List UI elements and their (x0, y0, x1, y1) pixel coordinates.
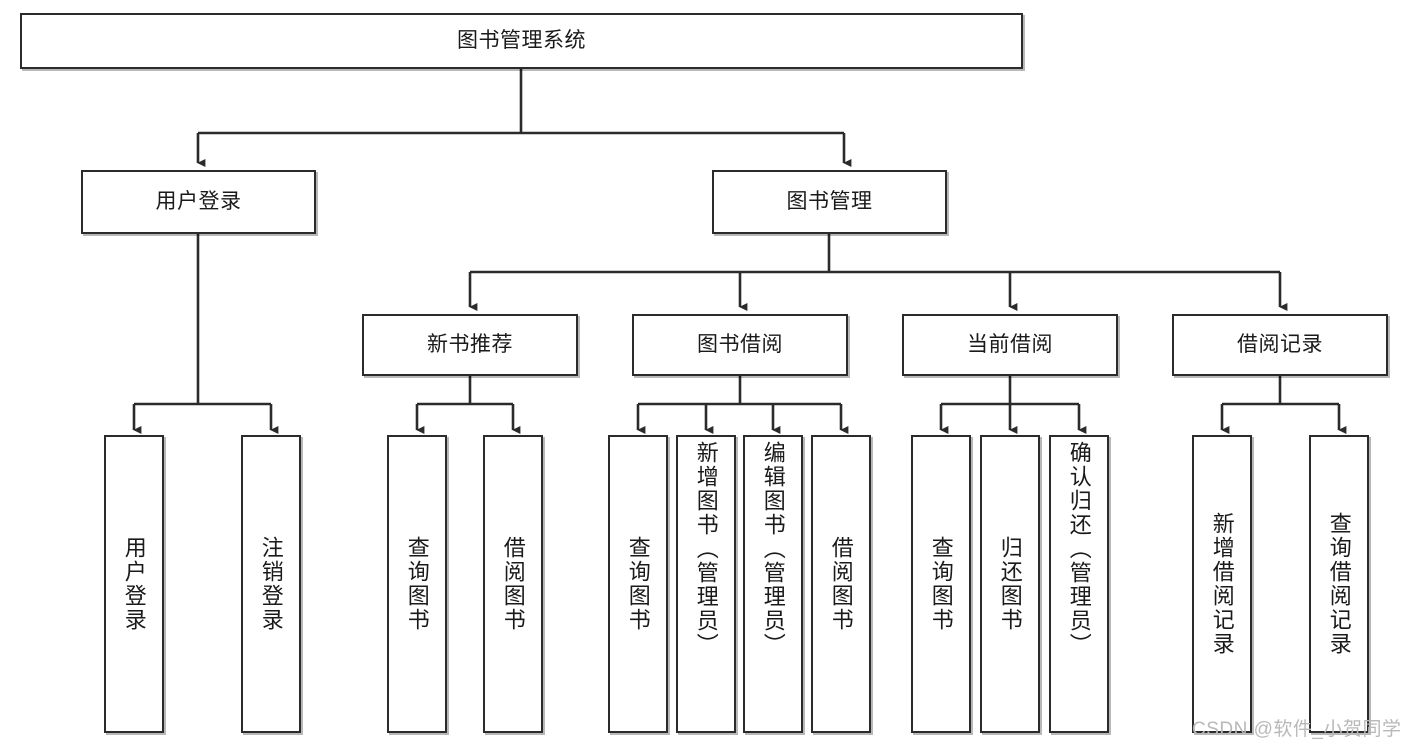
node-label: 编辑图书（管理员） (760, 441, 786, 657)
node-book-management[interactable]: 图书管理 (712, 170, 947, 234)
node-label: 借阅图书 (828, 536, 854, 632)
node-label: 新书推荐 (427, 332, 513, 356)
node-label: 当前借阅 (967, 332, 1053, 356)
node-label: 借阅图书 (500, 536, 526, 632)
node-leaf-current-borrow-return-book[interactable]: 归还图书 (980, 435, 1040, 733)
node-leaf-book-borrow-add-book[interactable]: 新增图书（管理员） (676, 435, 736, 733)
node-label: 新增借阅记录 (1209, 512, 1235, 656)
node-leaf-book-borrow-edit-book[interactable]: 编辑图书（管理员） (743, 435, 803, 733)
node-borrow-record[interactable]: 借阅记录 (1172, 314, 1388, 376)
node-label: 查询图书 (928, 536, 954, 632)
node-leaf-current-borrow-query-book[interactable]: 查询图书 (911, 435, 971, 733)
node-label: 归还图书 (997, 536, 1023, 632)
node-root-book-management-system[interactable]: 图书管理系统 (20, 13, 1023, 69)
node-leaf-user-login-logout[interactable]: 注销登录 (241, 435, 301, 733)
node-book-borrow[interactable]: 图书借阅 (632, 314, 848, 376)
node-leaf-current-borrow-confirm-return[interactable]: 确认归还（管理员） (1049, 435, 1109, 733)
node-current-borrow[interactable]: 当前借阅 (902, 314, 1118, 376)
node-user-login[interactable]: 用户登录 (81, 170, 316, 234)
node-label: 用户登录 (121, 536, 147, 632)
node-leaf-borrow-record-query-record[interactable]: 查询借阅记录 (1309, 435, 1369, 733)
node-label: 图书管理 (786, 189, 873, 213)
node-label: 用户登录 (155, 189, 242, 213)
node-label: 查询图书 (625, 536, 651, 632)
node-leaf-new-book-borrow-book[interactable]: 借阅图书 (483, 435, 543, 733)
node-label: 图书管理系统 (457, 28, 586, 52)
node-label: 注销登录 (258, 536, 284, 632)
node-leaf-user-login-login[interactable]: 用户登录 (104, 435, 164, 733)
node-label: 新增图书（管理员） (693, 441, 719, 657)
node-label: 查询图书 (404, 536, 430, 632)
node-label: 图书借阅 (697, 332, 783, 356)
node-label: 借阅记录 (1237, 332, 1323, 356)
node-leaf-new-book-query-book[interactable]: 查询图书 (387, 435, 447, 733)
node-leaf-book-borrow-borrow-book[interactable]: 借阅图书 (811, 435, 871, 733)
node-label: 确认归还（管理员） (1066, 441, 1092, 657)
csdn-watermark: CSDN @软件_小贺同学 (1192, 719, 1402, 740)
node-leaf-book-borrow-query-book[interactable]: 查询图书 (608, 435, 668, 733)
node-leaf-borrow-record-add-record[interactable]: 新增借阅记录 (1192, 435, 1252, 733)
node-new-book-recommend[interactable]: 新书推荐 (362, 314, 578, 376)
node-label: 查询借阅记录 (1326, 512, 1352, 656)
